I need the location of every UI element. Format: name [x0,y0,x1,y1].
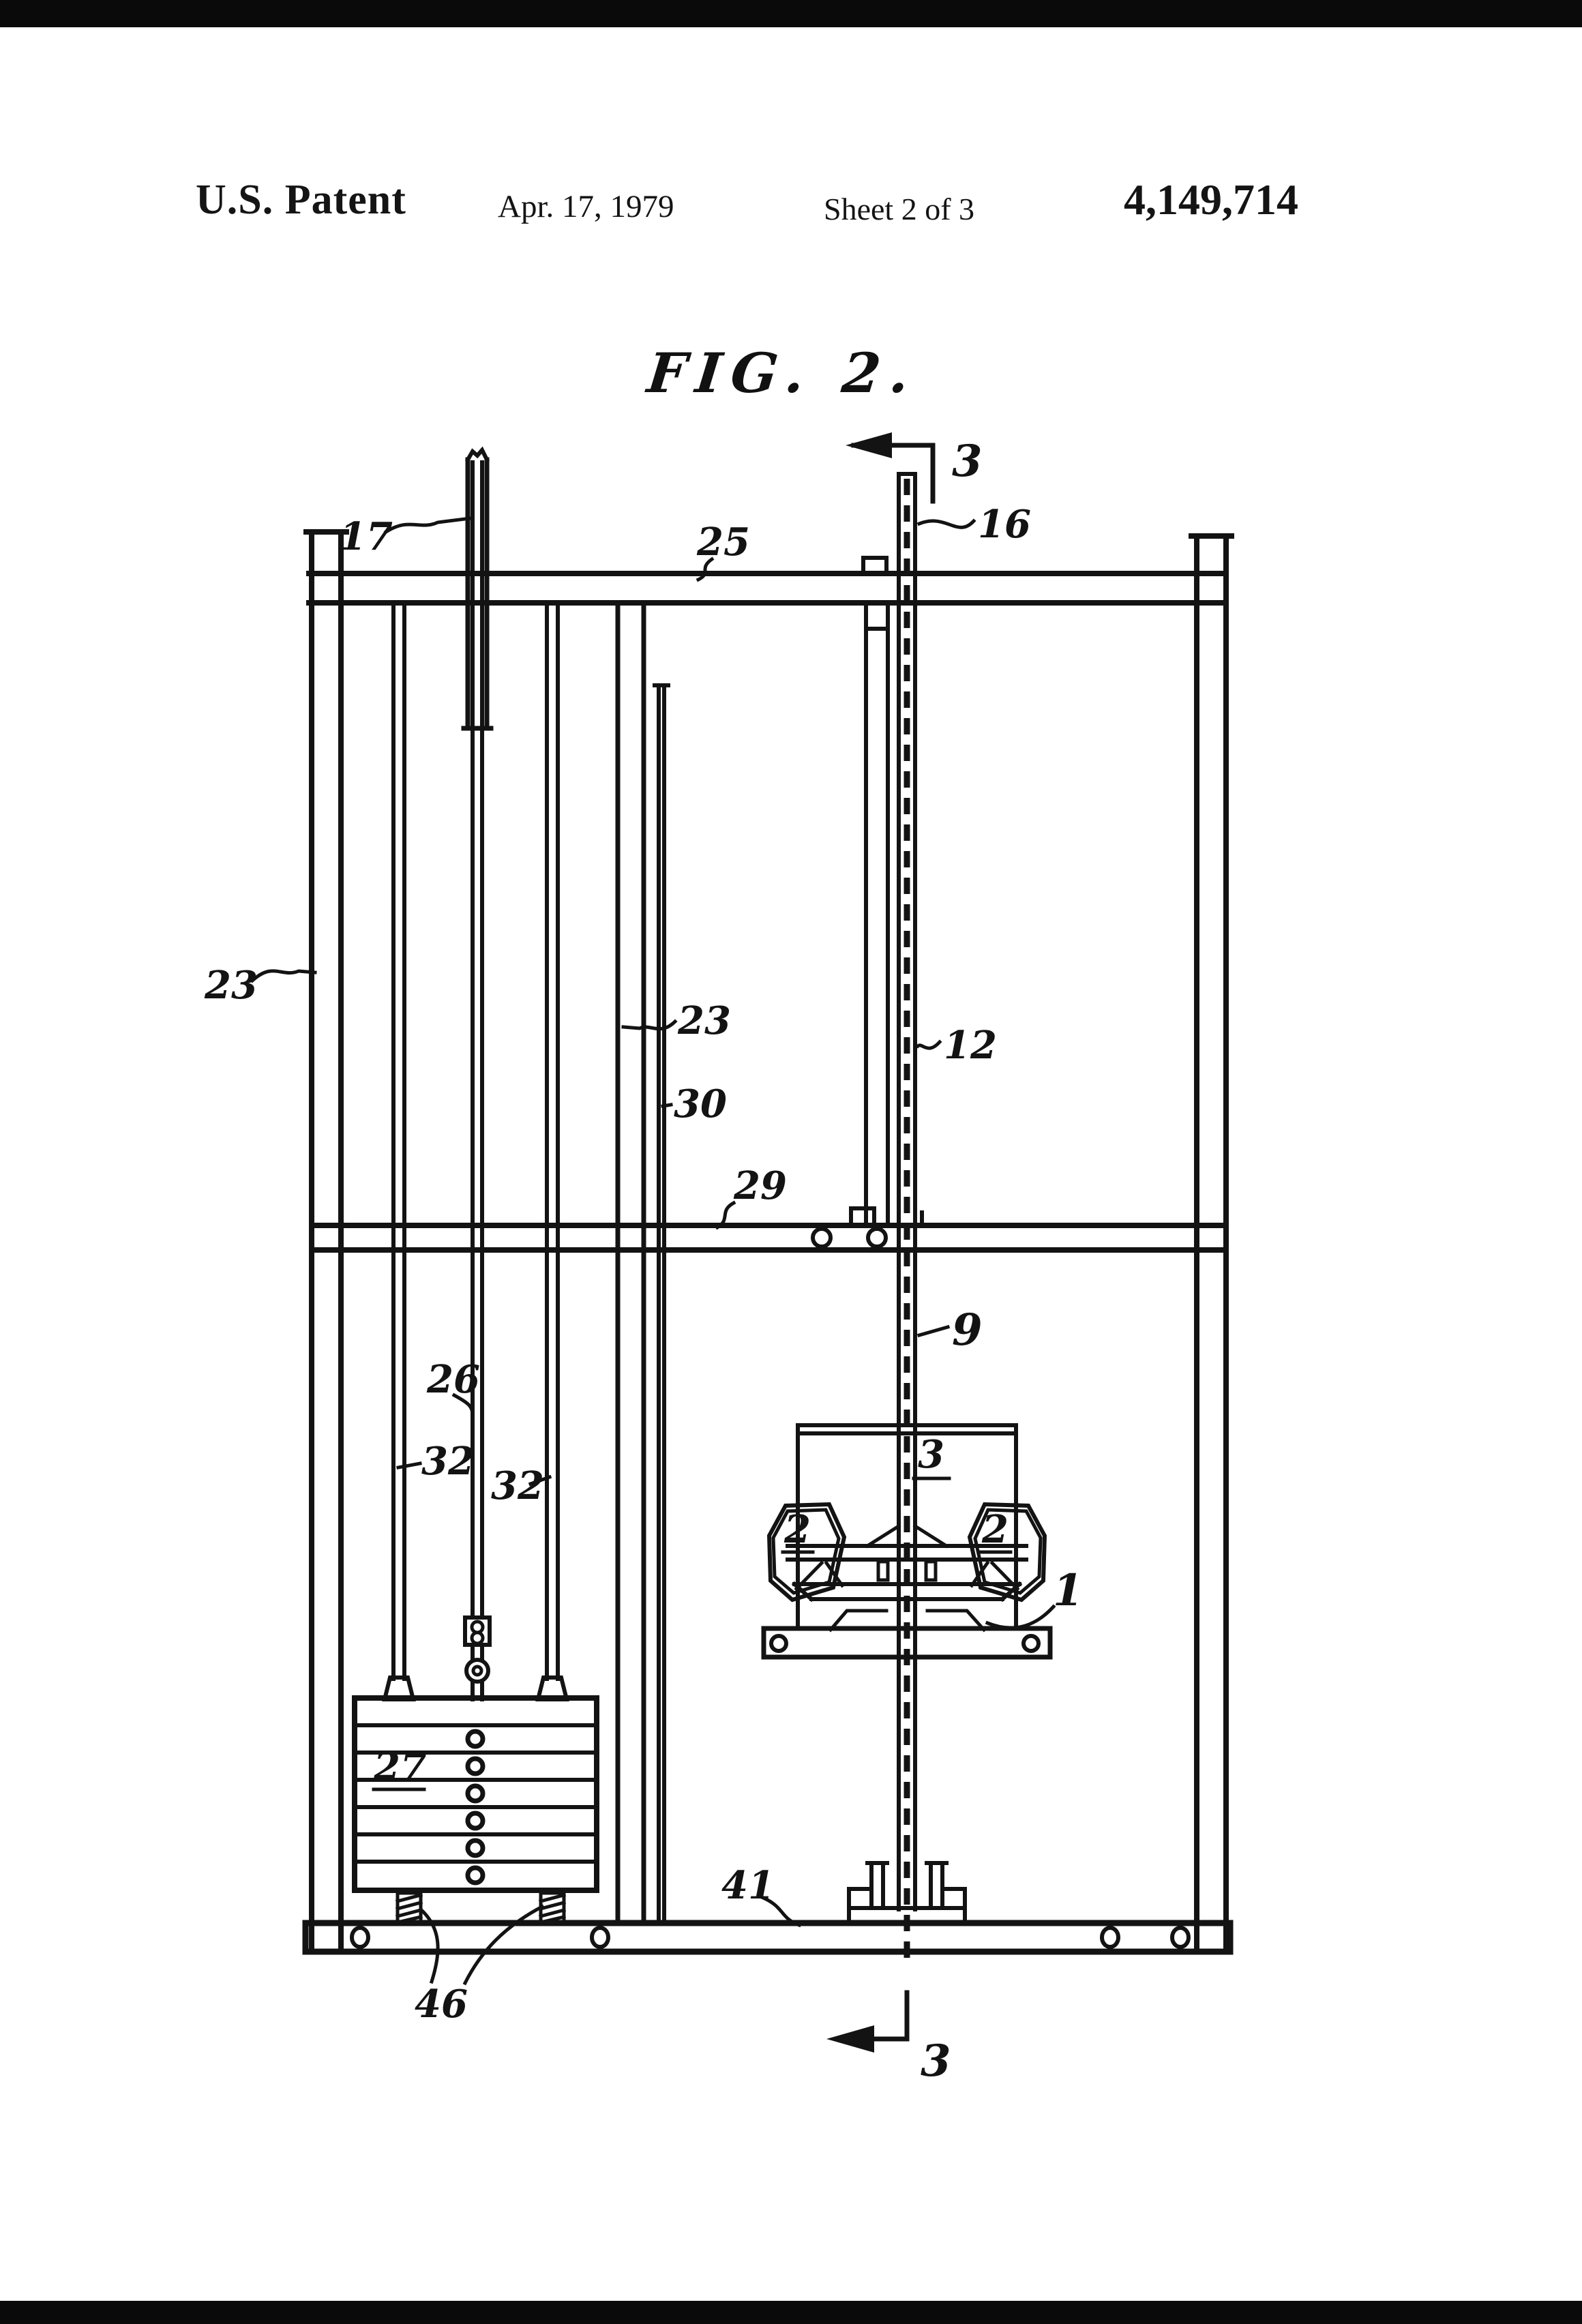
rail-bolt-hole [350,1926,370,1949]
section-arrow-top [846,432,936,504]
ref-label-16: 16 [978,502,1031,547]
ref-label-2-right: 2 [981,1507,1009,1552]
rail-bolt-hole [590,1926,610,1949]
beam-bolt-hole [866,1227,888,1249]
spring-left [395,1891,423,1925]
ref-label-9: 9 [952,1305,983,1356]
foot-plate-hole [769,1634,788,1653]
ref-label-23-mid: 23 [677,998,731,1043]
reference-numerals: 17 25 16 3 23 23 30 12 29 9 26 32 32 3 2… [204,436,1084,2087]
leader-lines [250,516,1056,1986]
rod-link-ring [464,1658,490,1684]
header-patent-title: U.S. Patent [196,177,406,223]
header-sheet-count: Sheet 2 of 3 [824,192,975,226]
ref-label-29: 29 [733,1163,787,1208]
ref-label-17: 17 [340,514,393,559]
ref-label-27: 27 [373,1744,427,1789]
carriage-group [761,1423,1053,1660]
ref-label-2-left: 2 [783,1507,811,1552]
ref-label-3-bottom: 3 [921,2036,951,2087]
dumbbell-head-left [766,1502,847,1603]
ref-label-12: 12 [944,1023,997,1068]
ref-label-46: 46 [415,1982,468,2027]
section-arrow-bottom [826,1990,910,2053]
ref-label-32-right: 32 [491,1463,544,1508]
ref-label-26: 26 [426,1357,480,1402]
ref-label-30: 30 [674,1082,727,1127]
header-patent-number: 4,149,714 [1124,175,1298,224]
scan-border-top [0,0,1582,27]
guide-rods-group [382,446,670,1926]
ref-label-3-top: 3 [952,436,983,487]
shaft-base-bracket [847,1861,967,1925]
frame-group [302,529,1234,1955]
ref-label-23-left: 23 [204,963,258,1008]
ref-label-32-left: 32 [421,1439,475,1484]
lift-shaft-group [847,472,967,1964]
dumbbell-head-right [967,1502,1047,1603]
ref-label-25: 25 [696,520,750,565]
ref-label-41: 41 [721,1863,775,1908]
foot-plate-hole [1021,1634,1041,1653]
ref-label-1: 1 [1053,1565,1084,1616]
scan-border-bottom [0,2301,1582,2324]
rail-bolt-hole [1100,1926,1120,1949]
spring-right [538,1891,567,1925]
ref-label-3-box: 3 [918,1432,944,1477]
header-date: Apr. 17, 1979 [498,189,674,224]
weight-stack [352,1695,599,1893]
rail-bolt-hole [1170,1926,1191,1949]
beam-bolt-hole [811,1227,833,1249]
